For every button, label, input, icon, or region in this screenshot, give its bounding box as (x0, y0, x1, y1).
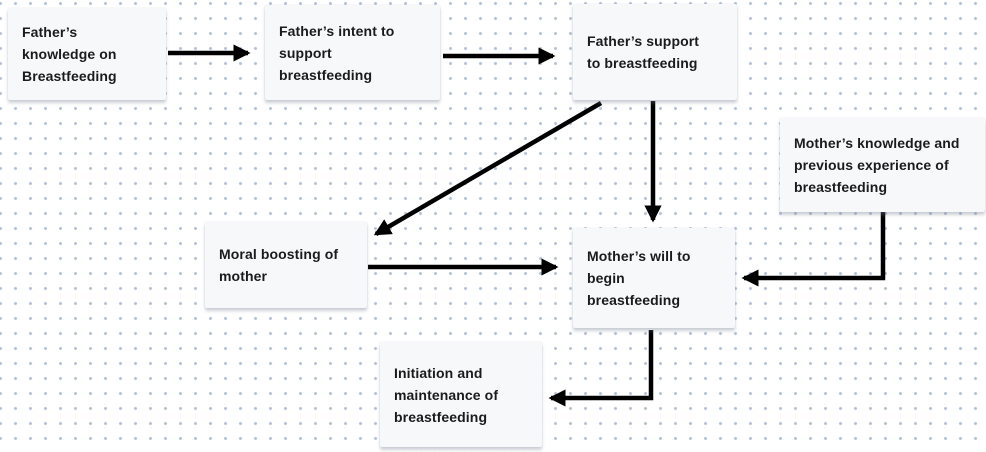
node-label: Moral boosting of mother (219, 246, 339, 284)
edge-father-support-to-moral-boosting[interactable] (373, 101, 603, 236)
node-label: Father’s knowledge on Breastfeeding (22, 24, 117, 84)
edge-mother-knowledge-to-mother-will[interactable] (741, 212, 886, 287)
node-fathers-knowledge[interactable]: Father’s knowledge on Breastfeeding (8, 8, 166, 100)
node-initiation-maintenance[interactable]: Initiation and maintenance of breastfeed… (380, 342, 542, 447)
node-fathers-intent[interactable]: Father’s intent to support breastfeeding (265, 5, 440, 100)
node-label: Mother’s will to begin breastfeeding (587, 248, 691, 308)
node-label: Father’s support to breastfeeding (587, 33, 700, 71)
node-fathers-support[interactable]: Father’s support to breastfeeding (573, 4, 737, 100)
node-label: Father’s intent to support breastfeeding (279, 22, 395, 83)
node-mothers-will[interactable]: Mother’s will to begin breastfeeding (573, 228, 735, 328)
node-label: Initiation and maintenance of breastfeed… (394, 364, 499, 425)
node-moral-boosting[interactable]: Moral boosting of mother (205, 222, 367, 308)
node-mothers-knowledge[interactable]: Mother’s knowledge and previous experien… (780, 118, 985, 212)
node-label: Mother’s knowledge and previous experien… (794, 135, 960, 195)
edge-mother-will-to-initiation[interactable] (548, 330, 654, 407)
